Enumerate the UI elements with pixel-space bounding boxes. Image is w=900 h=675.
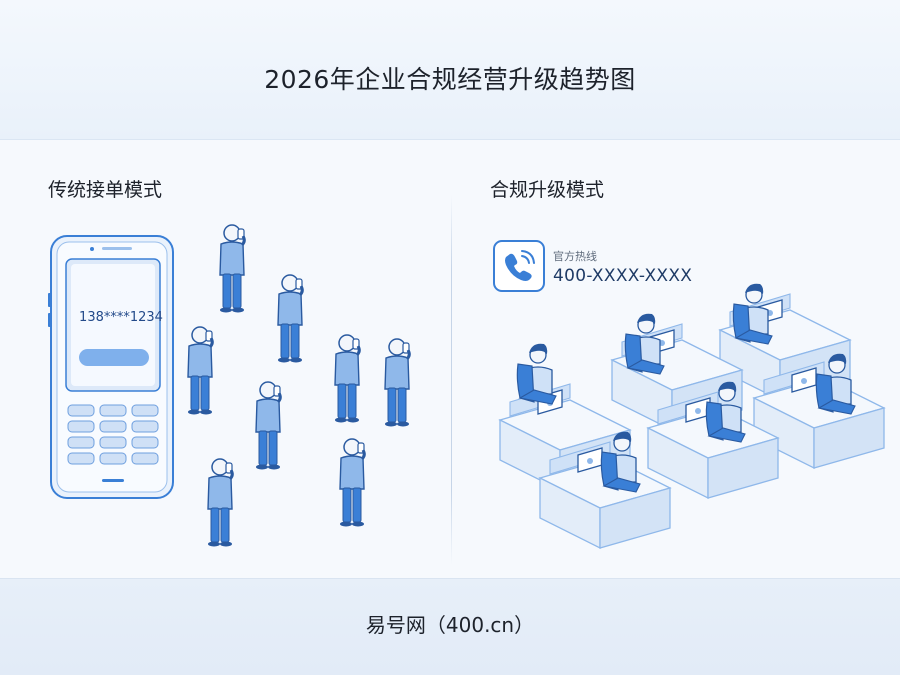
right-panel-title: 合规升级模式 [490, 179, 605, 201]
telephone-icon [505, 250, 535, 281]
hotline-number: 400-XXXX-XXXX [553, 266, 693, 286]
hotline-card [493, 240, 545, 292]
call-center-office-illustration [499, 283, 885, 549]
footer-brand-text: 易号网（400.cn） [365, 613, 535, 637]
people-on-phones-illustration [186, 223, 411, 548]
mobile-phone-icon [48, 235, 174, 499]
page-title: 2026年企业合规经营升级趋势图 [264, 65, 636, 94]
panel-divider [451, 195, 452, 565]
footer-band: 易号网（400.cn） [0, 578, 900, 675]
content-area: 传统接单模式 138****1234 [0, 140, 900, 578]
hotline-label: 官方热线 [553, 250, 597, 263]
phone-display-number: 138****1234 [79, 310, 163, 325]
header-band: 2026年企业合规经营升级趋势图 [0, 0, 900, 140]
left-panel-title: 传统接单模式 [48, 179, 163, 201]
